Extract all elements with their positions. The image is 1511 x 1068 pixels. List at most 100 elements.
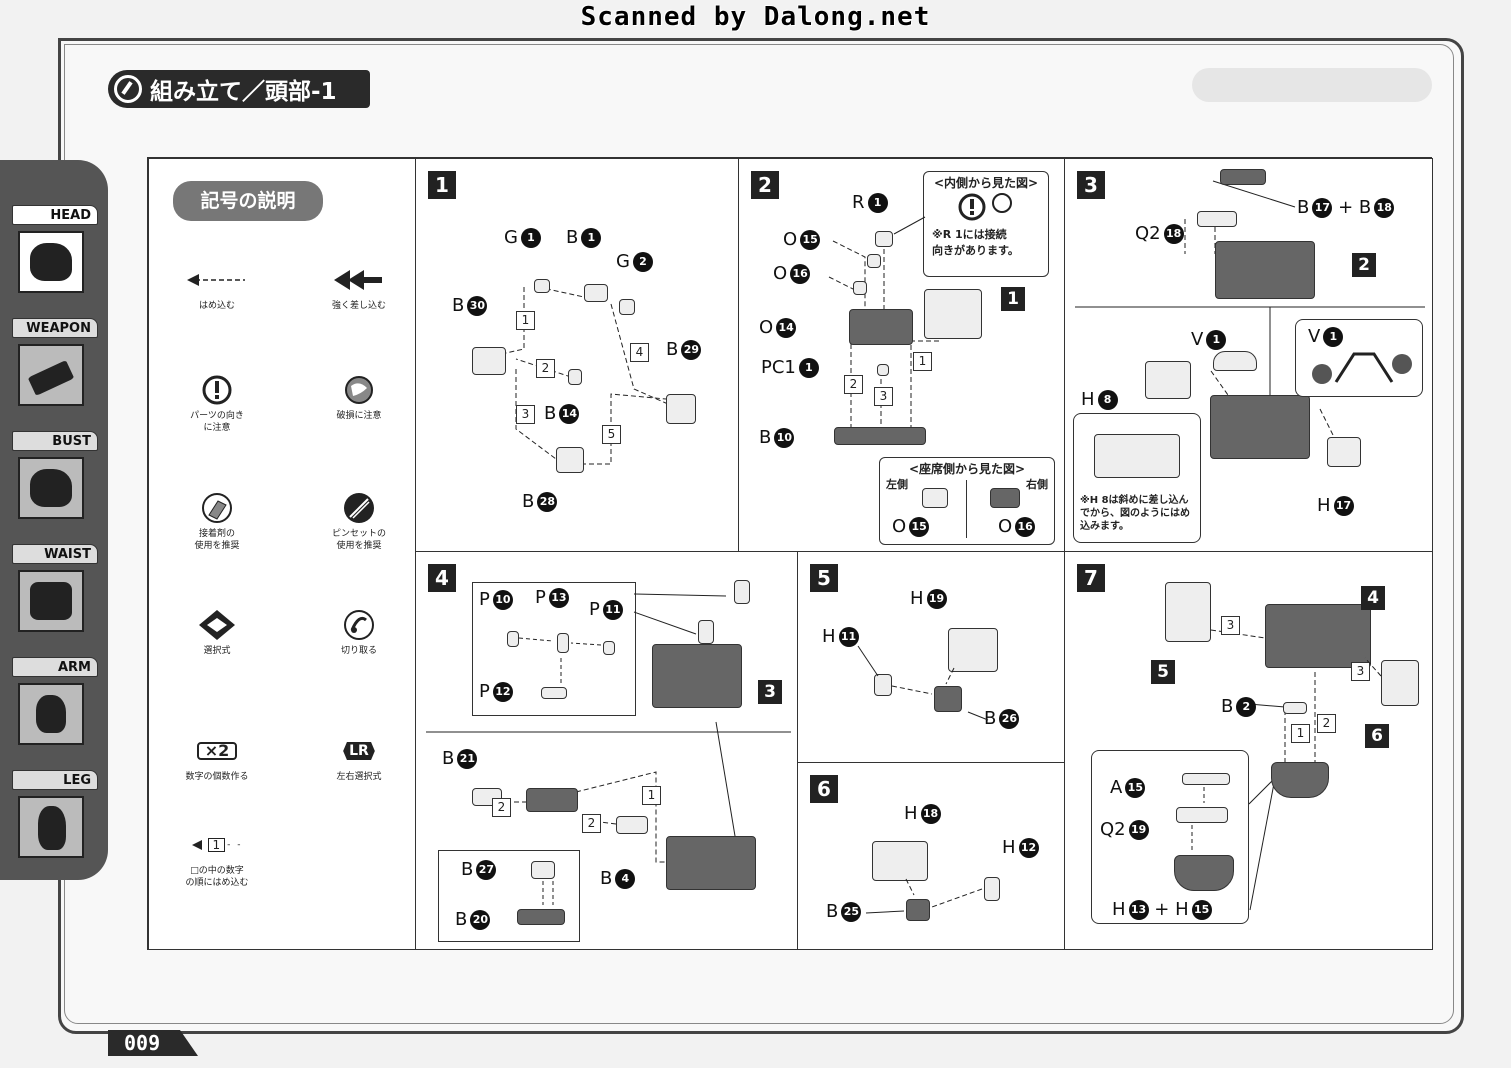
part-p13 [557, 633, 569, 653]
legend-glue: 接着剤の 使用を推奨 [157, 492, 277, 552]
part-b28 [556, 447, 584, 473]
part-assembly-2 [1215, 241, 1315, 299]
tab-bust[interactable]: BUST [8, 431, 100, 531]
tab-label: WAIST [12, 544, 98, 564]
section-header: 組み立て／頭部-1 [108, 70, 370, 108]
legend-label: 選択式 [203, 646, 231, 656]
part-assembly-5 [1165, 582, 1211, 642]
part-pilot-upper [734, 580, 750, 604]
bust-thumbnail-icon [18, 457, 84, 519]
sidebar: HEAD WEAPON BUST WAIST ARM LEG [0, 160, 108, 880]
step-number: 3 [1077, 171, 1105, 199]
legend-break: 破損に注意 [299, 374, 419, 422]
part-b4 [616, 816, 648, 834]
order-marker: 1 [516, 311, 535, 330]
part-p10 [507, 631, 519, 647]
tab-leg[interactable]: LEG [8, 770, 100, 870]
step-number: 5 [810, 564, 838, 592]
legend-push-hard: 強く差し込む [299, 264, 419, 312]
wrench-circle-icon [114, 75, 142, 103]
tab-waist[interactable]: WAIST [8, 544, 100, 644]
seat-right-label: 右側 [1026, 478, 1048, 491]
legend-label: 左右選択式 [336, 772, 382, 782]
part-b2 [1283, 702, 1307, 714]
part-b17-b18 [1220, 169, 1266, 185]
part-p12 [541, 687, 567, 699]
inner-view-note: <内側から見た図> ※R 1には接続 向きがあります。 [923, 171, 1049, 277]
order-marker: 2 [844, 375, 863, 394]
order-marker: 2 [492, 798, 511, 817]
legend-label: ピンセットの 使用を推奨 [331, 529, 386, 551]
legend-order: 1- - □の中の数字 の順にはめ込む [157, 829, 277, 889]
part-assembly-6 [1381, 660, 1419, 706]
order-marker: 2 [582, 814, 601, 833]
ref-assembly: 3 [758, 680, 782, 704]
step-number: 2 [751, 171, 779, 199]
legend-label: 破損に注意 [336, 411, 382, 421]
tab-label: WEAPON [12, 318, 98, 338]
cut-icon [299, 609, 419, 641]
tab-weapon[interactable]: WEAPON [8, 318, 100, 418]
legend-label: パーツの向き に注意 [190, 411, 244, 433]
part-b20 [517, 909, 565, 925]
part-hull [666, 836, 756, 890]
legend-label: 数字の個数作る [185, 772, 249, 782]
order-marker: 1 [1291, 724, 1310, 743]
part-b14 [568, 369, 582, 385]
part-h11 [874, 674, 892, 696]
legend-label: 強く差し込む [331, 301, 386, 311]
tab-arm[interactable]: ARM [8, 657, 100, 757]
double-arrow-icon [299, 264, 419, 296]
part-assembly-1 [924, 289, 982, 339]
glue-icon [157, 492, 277, 524]
legend-multiply: ×2 数字の個数作る [157, 735, 277, 783]
order-marker: 3 [1221, 616, 1240, 635]
ref-assembly-4: 4 [1361, 586, 1385, 610]
part-o15 [867, 254, 881, 268]
step-number: 4 [428, 564, 456, 592]
choice-icon [157, 609, 277, 641]
tab-head[interactable]: HEAD [8, 205, 100, 305]
step-2-panel: 2 <内側から見た図> ※R 1には接続 向きがあります。 [738, 158, 1065, 552]
assembly-lines [542, 881, 554, 905]
legend-insert: はめ込む [157, 264, 277, 312]
part-h17 [1327, 437, 1361, 467]
order-marker: 2 [536, 359, 555, 378]
step-number: 1 [428, 171, 456, 199]
part-hull [1210, 395, 1310, 459]
exclamation-icon [958, 193, 1012, 221]
part-h12 [984, 877, 1000, 901]
part-o16 [853, 281, 867, 295]
part-q2-18 [1197, 211, 1237, 227]
order-marker: 3 [516, 405, 535, 424]
part-b25 [906, 899, 930, 921]
part-p11 [603, 641, 615, 655]
legend-left-right: LR 左右選択式 [299, 735, 419, 783]
part-b10 [834, 427, 926, 445]
legend-title: 記号の説明 [173, 181, 323, 221]
part-q2-19 [1176, 807, 1228, 823]
assembly-lines [518, 637, 602, 683]
